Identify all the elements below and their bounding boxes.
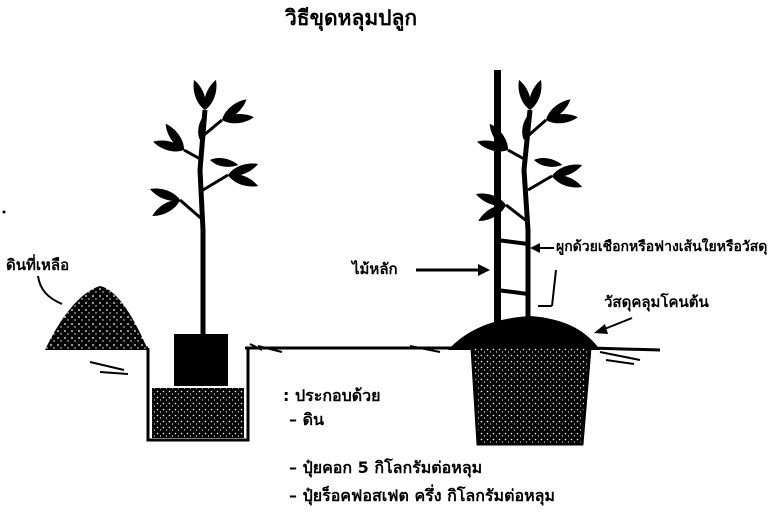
planting-hole-right (472, 348, 590, 444)
seedling-leaves-right (474, 78, 583, 225)
tie-arrow-2 (538, 270, 556, 306)
mulch-mound (448, 316, 600, 350)
stake-ties (497, 240, 528, 294)
stake-label: ไม้หลัก (352, 262, 398, 277)
left-scene (38, 78, 300, 440)
tie-label: ผูกด้วยเชือกหรือฟางเส้นใยหรือวัสดุ (556, 240, 767, 254)
seedling-stem-left (200, 110, 205, 334)
soil-mound (45, 286, 148, 350)
nursery-pot (174, 334, 228, 386)
fill-item-manure: – ปุ๋ยคอก 5 กิโลกรัมต่อหลุม (289, 460, 482, 476)
mulch-arrow (594, 318, 632, 334)
tie-arrow (530, 243, 554, 253)
fill-item-soil: – ดิน (289, 412, 324, 428)
leftover-soil-label: ดินที่เหลือ (6, 258, 69, 273)
stake-arrow (416, 264, 490, 276)
mound-pointer (38, 276, 62, 304)
seedling-stem-right (524, 110, 530, 320)
hole-fill-left (152, 388, 244, 438)
fill-item-rock-phosphate: – ปุ๋ยร็อคฟอสเฟต ครึ่ง กิโลกรัมต่อหลุม (289, 488, 555, 504)
fill-heading: : ประกอบด้วย (283, 388, 381, 404)
diagram-title: วิธีขุดหลุมปลูก (285, 8, 417, 29)
mulch-label: วัสดุคลุมโคนต้น (604, 295, 709, 310)
stray-dot (3, 211, 6, 214)
